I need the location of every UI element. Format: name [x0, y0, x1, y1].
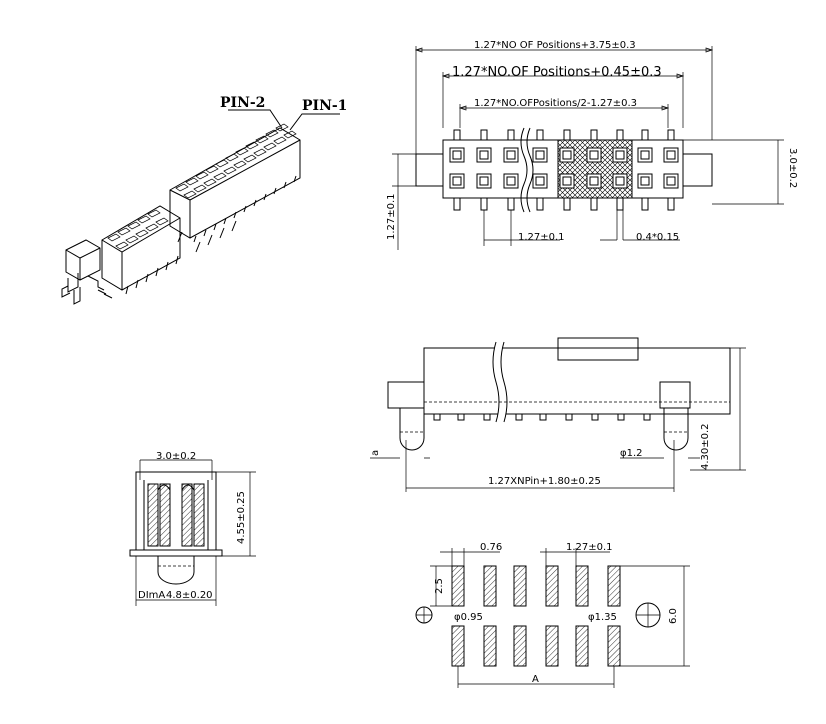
dim-top-left: 1.27±0.1 [386, 193, 397, 240]
pin-2-label: PIN-2 [220, 95, 265, 111]
footprint-drawing [415, 548, 690, 688]
dim-pad-span: 6.0 [668, 608, 679, 624]
side-view-drawing [129, 459, 256, 606]
front-view-drawing [370, 337, 746, 492]
dim-side-height: 4.55±0.25 [236, 491, 247, 544]
dim-hole-large: φ1.35 [588, 612, 617, 623]
dim-side-bottom: 4.8±0.20 [166, 590, 213, 601]
dim-front-length: 1.27XNPin+1.80±0.25 [488, 476, 601, 487]
dim-mid-length: 1.27*NO.OF Positions+0.45±0.3 [452, 65, 662, 80]
dim-footprint-a: A [532, 674, 539, 685]
dim-side-width: 3.0±0.2 [156, 451, 196, 462]
dim-total-length: 1.27*NO OF Positions+3.75±0.3 [474, 40, 636, 51]
dim-pad-height: 2.5 [434, 578, 445, 594]
dim-pad-width: 0.76 [480, 542, 502, 553]
dim-pad-pitch: 1.27±0.1 [566, 542, 613, 553]
dim-hole-small: φ0.95 [454, 612, 483, 623]
pin-1-label: PIN-1 [302, 98, 347, 114]
dim-top-pitch: 1.27±0.1 [518, 232, 565, 243]
dim-pin-size: 0.4*0.15 [636, 232, 679, 243]
iso-connector-view [61, 109, 340, 305]
dim-front-a: a [370, 450, 381, 456]
dim-peg-diameter: φ1.2 [620, 448, 643, 459]
dim-top-height: 3.0±0.2 [787, 148, 798, 188]
dim-inner-length: 1.27*NO.OFPositions/2-1.27±0.3 [474, 98, 637, 109]
dim-front-height: 4.30±0.2 [700, 423, 711, 470]
dim-side-dima: DImA [138, 590, 165, 601]
top-view-drawing [392, 46, 784, 250]
